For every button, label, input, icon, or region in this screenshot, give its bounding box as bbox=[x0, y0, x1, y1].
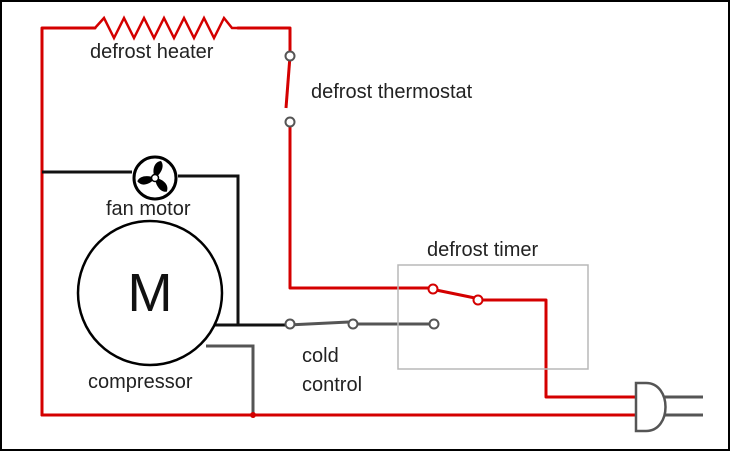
red-wire-left-top bbox=[40, 26, 97, 417]
label-defrost-heater: defrost heater bbox=[90, 41, 214, 63]
cold-control-switch-blade bbox=[287, 320, 350, 327]
resistor-icon bbox=[94, 15, 238, 41]
label-cold-control-line2: control bbox=[302, 374, 362, 396]
red-circuit bbox=[40, 26, 638, 417]
black-wire-fan-to-junction bbox=[178, 174, 240, 325]
label-defrost-thermostat: defrost thermostat bbox=[311, 81, 473, 103]
label-cold-control-line1: cold bbox=[302, 345, 339, 367]
red-wire-timer-to-plug bbox=[476, 298, 638, 399]
defrost-timer-switch-blade bbox=[435, 288, 476, 300]
timer-contact-cool bbox=[428, 318, 440, 330]
red-wire-heater-to-thermostat bbox=[236, 26, 292, 58]
timer-contact-common bbox=[427, 283, 439, 295]
timer-contact-defrost bbox=[472, 294, 484, 306]
return-junction bbox=[250, 412, 256, 418]
red-wire-thermostat-to-timer bbox=[288, 120, 434, 290]
label-defrost-timer: defrost timer bbox=[427, 239, 538, 261]
defrost-timer-box bbox=[397, 264, 589, 370]
compressor-symbol: M bbox=[128, 263, 173, 323]
defrost-thermostat-switch bbox=[284, 50, 296, 128]
fan-circuit bbox=[42, 170, 288, 327]
switch-icon bbox=[284, 55, 292, 109]
thermostat-contact-top bbox=[284, 50, 296, 62]
cold-control-contact-right bbox=[347, 318, 359, 330]
cold-control-contact-left bbox=[284, 318, 296, 330]
label-fan-motor: fan motor bbox=[106, 198, 191, 220]
gray-wire-compressor-to-return bbox=[206, 344, 255, 415]
compressor-motor bbox=[76, 219, 224, 367]
label-compressor: compressor bbox=[88, 371, 193, 393]
plug-icon bbox=[634, 381, 703, 433]
thermostat-contact-bottom bbox=[284, 116, 296, 128]
cold-control-circuit bbox=[206, 320, 434, 415]
fan-icon bbox=[132, 155, 178, 201]
